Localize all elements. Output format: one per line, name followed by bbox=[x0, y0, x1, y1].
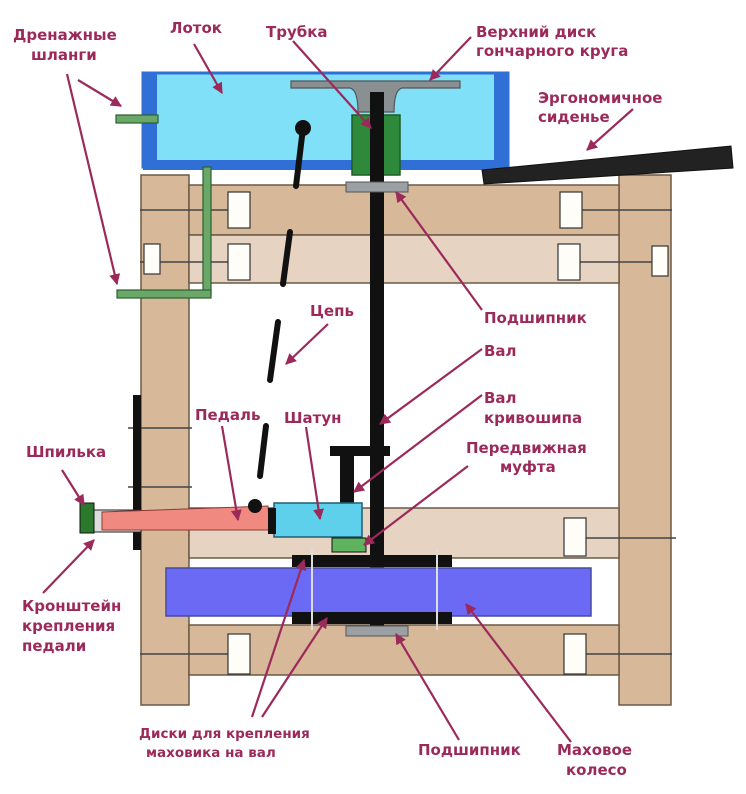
arrow-rod bbox=[304, 426, 324, 521]
label-pedal-bracket-2: крепления bbox=[22, 617, 115, 635]
arrow-tray bbox=[193, 43, 223, 94]
sliding-clutch bbox=[331, 537, 367, 553]
label-upper-disk-2: гончарного круга bbox=[476, 42, 628, 60]
arrow-bearing-bottom bbox=[395, 633, 460, 741]
label-pedal-bracket-1: Кронштейн bbox=[22, 597, 121, 615]
flywheel-bolts bbox=[311, 550, 438, 630]
label-bearing-bottom: Подшипник bbox=[418, 741, 521, 759]
board-bolts bbox=[128, 191, 676, 675]
arrow-pin bbox=[61, 469, 85, 506]
label-upper-disk-1: Верхний диск bbox=[476, 23, 596, 41]
tray bbox=[141, 71, 510, 169]
label-flywheel-disks-1: Диски для крепления bbox=[139, 726, 310, 742]
label-drain-hoses-1: Дренажные bbox=[13, 26, 117, 44]
arrow-disks-1 bbox=[250, 558, 307, 718]
flywheel-disk-bottom bbox=[292, 612, 452, 624]
label-pedal-bracket-3: педали bbox=[22, 637, 86, 655]
second-board bbox=[188, 234, 620, 284]
ergonomic-seat bbox=[481, 145, 734, 185]
pedal-bracket bbox=[133, 395, 141, 550]
arrow-clutch bbox=[363, 465, 469, 546]
drain-hose bbox=[115, 114, 212, 299]
pedal-knob bbox=[248, 499, 262, 513]
arrow-drain-1 bbox=[77, 79, 122, 107]
arrow-flywheel bbox=[465, 603, 572, 743]
label-chain: Цепь bbox=[310, 302, 354, 320]
label-flywheel-disks-2: маховика на вал bbox=[146, 745, 276, 761]
label-flywheel-2: колесо bbox=[566, 761, 627, 779]
arrow-bracket bbox=[42, 539, 95, 594]
bottom-board bbox=[188, 624, 620, 676]
chain-knob bbox=[295, 120, 311, 136]
arrow-disks-2 bbox=[261, 617, 328, 718]
label-sliding-clutch-1: Передвижная bbox=[466, 439, 587, 457]
arrow-crankshaft bbox=[353, 394, 483, 493]
arrow-tube bbox=[292, 40, 372, 129]
label-pin: Шпилька bbox=[26, 443, 106, 461]
flywheel bbox=[165, 567, 592, 617]
arrow-shaft bbox=[379, 348, 483, 425]
crank-collar bbox=[330, 446, 390, 456]
flywheel-disk-top bbox=[292, 555, 452, 567]
tray-right-wall bbox=[494, 73, 508, 167]
bottom-bearing bbox=[345, 625, 409, 637]
label-drain-hoses-2: шланги bbox=[31, 46, 97, 64]
label-connecting-rod: Шатун bbox=[284, 409, 342, 427]
pin bbox=[79, 502, 95, 534]
label-crankshaft-2: кривошипа bbox=[484, 409, 582, 427]
label-tray: Лоток bbox=[170, 19, 222, 37]
arrow-pedal bbox=[220, 425, 242, 522]
arrow-upper-disk bbox=[429, 36, 472, 81]
chain bbox=[257, 125, 306, 479]
label-flywheel-1: Маховое bbox=[557, 741, 632, 759]
arrow-bearing-top bbox=[395, 191, 483, 311]
label-seat-2: сиденье bbox=[538, 108, 610, 126]
rod-end bbox=[268, 508, 276, 534]
label-shaft: Вал bbox=[484, 342, 517, 360]
label-bearing-top: Подшипник bbox=[484, 309, 587, 327]
arrow-seat bbox=[586, 108, 634, 151]
top-bearing bbox=[345, 181, 409, 193]
label-pedal: Педаль bbox=[195, 406, 260, 424]
arrow-chain bbox=[285, 323, 329, 365]
label-seat-1: Эргономичное bbox=[538, 89, 662, 107]
label-crankshaft-1: Вал bbox=[484, 389, 517, 407]
label-tube: Трубка bbox=[266, 23, 328, 41]
label-sliding-clutch-2: муфта bbox=[500, 458, 556, 476]
arrow-drain-2 bbox=[65, 73, 121, 286]
tray-bottom bbox=[143, 160, 508, 170]
main-shaft bbox=[370, 92, 384, 632]
